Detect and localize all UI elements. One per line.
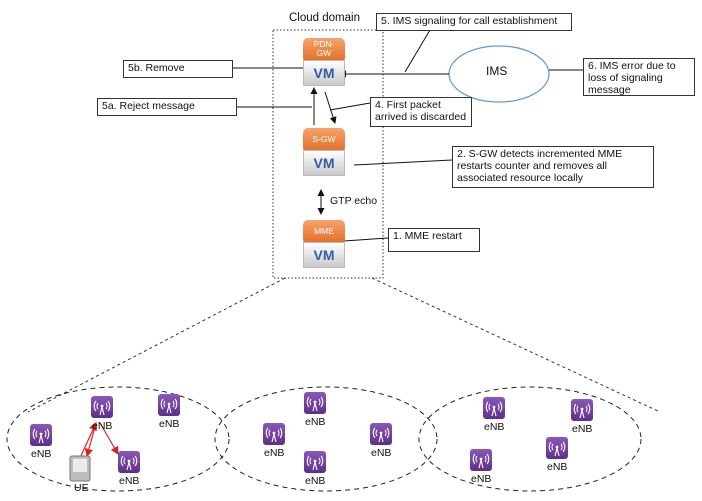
enb-label: eNB xyxy=(305,475,326,487)
enb-icon xyxy=(483,397,505,419)
step4-pointer xyxy=(329,102,371,111)
cluster-ellipse-2 xyxy=(214,386,438,492)
s-gw-vm: VM xyxy=(303,150,345,176)
ims-label: IMS xyxy=(486,64,508,78)
cloud-domain-box xyxy=(272,29,384,279)
cluster-ellipse-1 xyxy=(6,386,230,492)
annotation-step4: 4. First packet arrived is discarded xyxy=(370,97,472,127)
s-gw-node: S-GW VM xyxy=(303,128,345,176)
enb-label: eNB xyxy=(264,447,285,459)
ue-arrow-2 xyxy=(84,422,97,458)
enb-label: eNB xyxy=(31,448,52,460)
annotation-step2: 2. S-GW detects incremented MME restarts… xyxy=(452,146,654,188)
annotation-step5a: 5a. Reject message xyxy=(97,98,237,116)
enb-label: eNB xyxy=(371,447,392,459)
enb-icon xyxy=(571,399,593,421)
mme-node: MME VM xyxy=(303,220,345,268)
enb-icon xyxy=(370,423,392,445)
annotation-step1: 1. MME restart xyxy=(388,228,480,252)
enb-label: eNB xyxy=(119,475,140,487)
step2-pointer xyxy=(353,159,453,166)
enb-label: eNB xyxy=(471,473,492,485)
cloud-domain-label: Cloud domain xyxy=(289,12,360,24)
step1-pointer xyxy=(343,237,389,242)
enb-label: eNB xyxy=(572,423,593,435)
enb-icon xyxy=(30,424,52,446)
fanout-line-left xyxy=(27,277,286,413)
enb-icon xyxy=(263,423,285,445)
enb-icon xyxy=(118,451,140,473)
ue-arrow-1 xyxy=(79,421,97,459)
enb-icon xyxy=(158,394,180,416)
annotation-step5b: 5b. Remove resource xyxy=(123,60,233,78)
enb-label: eNB xyxy=(547,461,568,473)
step5-pointer xyxy=(404,29,431,73)
pdngw-to-sgw-arrow xyxy=(324,91,337,124)
enb-label: eNB xyxy=(92,420,113,432)
enb-icon xyxy=(546,437,568,459)
gtp-echo-label: GTP echo xyxy=(330,195,378,207)
enb-label: eNB xyxy=(159,418,180,430)
annotation-step5: 5. IMS signaling for call establishment xyxy=(376,13,572,31)
pdn-gw-node: PDN- GW VM xyxy=(303,38,345,86)
fanout-line-right xyxy=(371,277,661,413)
ue-label: UE xyxy=(74,482,89,494)
pdn-gw-vm: VM xyxy=(303,60,345,86)
ue-arrow-3 xyxy=(99,422,119,456)
enb-icon xyxy=(470,449,492,471)
enb-label: eNB xyxy=(484,421,505,433)
mme-title: MME xyxy=(303,220,345,242)
pdn-gw-title: PDN- GW xyxy=(303,38,345,60)
cluster-ellipse-3 xyxy=(418,386,642,492)
enb-icon xyxy=(304,451,326,473)
mme-vm: VM xyxy=(303,242,345,268)
s-gw-title: S-GW xyxy=(303,128,345,150)
enb-icon xyxy=(91,396,113,418)
enb-label: eNB xyxy=(305,416,326,428)
annotation-step6: 6. IMS error due to loss of signaling me… xyxy=(583,58,695,96)
ue-screen xyxy=(73,459,87,472)
enb-icon xyxy=(304,392,326,414)
